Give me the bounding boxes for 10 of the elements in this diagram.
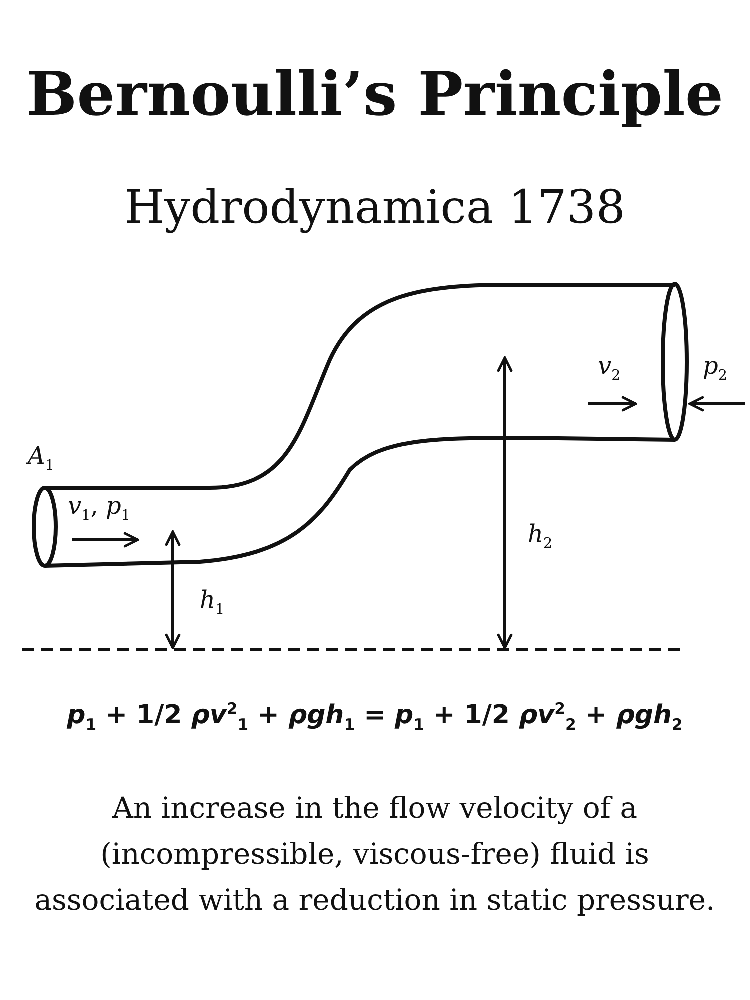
variable-label: v$_{1}$, p$_{1}$ xyxy=(68,492,131,524)
subtitle: Hydrodynamica 1738 xyxy=(124,180,626,234)
variable-label: A$_{1}$ xyxy=(28,442,54,474)
description: An increase in the flow velocity of a (incompressible, viscous-free) fluid is associated with a reduction in static pressure. xyxy=(34,790,716,919)
variable-label: h$_{1}$ xyxy=(200,586,225,618)
variable-label: h$_{2}$ xyxy=(528,520,553,552)
variable-label: v$_{2}$ xyxy=(598,352,621,384)
variable-label: p$_{2}$ xyxy=(703,352,728,384)
title: Bernoulli’s Principle xyxy=(25,60,725,130)
equation: p$_{1}$ + 1/2 ρv$^{2}$$_{1}$ + ρgh$_{1}$ = p$_{1}$ + 1/2 ρv$^{2}$$_{2}$ + ρgh$_{2}$ xyxy=(66,700,684,734)
